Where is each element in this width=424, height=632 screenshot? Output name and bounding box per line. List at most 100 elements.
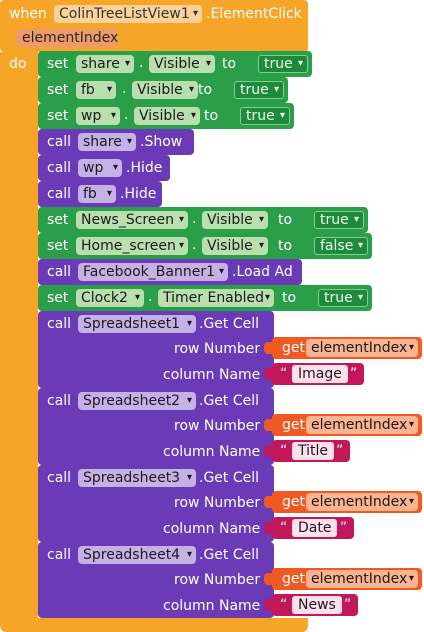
component-dropdown[interactable]: Spreadsheet3 (78, 469, 196, 487)
variable-dropdown[interactable]: elementIndex (306, 416, 418, 434)
column-name-label: column Name (163, 444, 261, 460)
boolean-dropdown[interactable]: false (314, 237, 368, 255)
call-share-show-block[interactable]: call share .Show (38, 129, 194, 155)
set-label: set (47, 290, 69, 306)
text-value[interactable]: Title (292, 442, 335, 460)
get-label: get (282, 494, 305, 510)
get-elementIndex-block[interactable]: get elementIndex (272, 414, 422, 436)
component-dropdown[interactable]: ColinTreeListView1 (54, 5, 202, 23)
quote-open: “ (280, 597, 288, 613)
dot-label: . (192, 237, 197, 253)
property-dropdown[interactable]: Visible (134, 107, 200, 125)
text-value[interactable]: Image (292, 365, 348, 383)
column-name-label: column Name (163, 521, 261, 537)
method-label: .Get Cell (199, 547, 260, 563)
set-label: set (47, 56, 69, 72)
call-spreadsheet4-getcell-block[interactable]: call Spreadsheet4 .Get Cell row Number c… (38, 542, 274, 618)
set-fb-visible-block[interactable]: set fb . Visible to true (38, 77, 288, 103)
variable-dropdown[interactable]: elementIndex (306, 339, 418, 357)
call-spreadsheet2-getcell-block[interactable]: call Spreadsheet2 .Get Cell row Number c… (38, 388, 274, 465)
get-elementIndex-block[interactable]: get elementIndex (272, 337, 422, 359)
component-dropdown[interactable]: wp (76, 107, 120, 125)
value-socket (304, 240, 312, 252)
text-value[interactable]: Date (292, 519, 338, 537)
property-dropdown[interactable]: Visible (149, 55, 215, 73)
boolean-dropdown[interactable]: true (318, 289, 368, 307)
dot-label: . (192, 211, 197, 227)
text-news-block[interactable]: “ News ” (272, 594, 358, 616)
row-number-label: row Number (174, 572, 261, 588)
quote-close: ” (336, 443, 344, 459)
text-title-block[interactable]: “ Title ” (272, 440, 350, 462)
boolean-dropdown[interactable]: true (240, 107, 290, 125)
property-dropdown[interactable]: Timer Enabled (158, 289, 274, 307)
column-name-label: column Name (163, 598, 261, 614)
variable-dropdown[interactable]: elementIndex (306, 493, 418, 511)
set-news-screen-visible-block[interactable]: set News_Screen . Visible to true (38, 207, 368, 233)
dot-label: . (122, 81, 127, 97)
get-elementIndex-block[interactable]: get elementIndex (272, 491, 422, 513)
row-number-label: row Number (174, 495, 261, 511)
call-label: call (47, 470, 72, 486)
component-dropdown[interactable]: Spreadsheet4 (78, 546, 196, 564)
call-label: call (47, 393, 72, 409)
component-dropdown[interactable]: share (76, 55, 134, 73)
set-label: set (47, 212, 69, 228)
property-dropdown[interactable]: Visible (202, 237, 268, 255)
text-image-block[interactable]: “ Image ” (272, 363, 364, 385)
param-elementIndex[interactable]: elementIndex (16, 29, 118, 47)
call-label: call (47, 186, 72, 202)
set-wp-visible-block[interactable]: set wp . Visible to true (38, 103, 294, 129)
boolean-dropdown[interactable]: true (234, 81, 284, 99)
get-socket (264, 573, 272, 585)
method-label: .Get Cell (199, 470, 260, 486)
component-dropdown[interactable]: Spreadsheet1 (78, 315, 196, 333)
call-facebook-banner-loadad-block[interactable]: call Facebook_Banner1 .Load Ad (38, 259, 302, 285)
quote-close: ” (344, 597, 352, 613)
call-spreadsheet1-getcell-block[interactable]: call Spreadsheet1 .Get Cell row Number c… (38, 311, 274, 388)
quote-open: “ (280, 443, 288, 459)
component-dropdown[interactable]: Spreadsheet2 (78, 392, 196, 410)
component-dropdown[interactable]: fb (78, 185, 116, 203)
set-clock2-timerenabled-block[interactable]: set Clock2 . Timer Enabled to true (38, 285, 372, 311)
set-share-visible-block[interactable]: set share . Visible to true (38, 51, 312, 77)
set-home-screen-visible-block[interactable]: set Home_screen . Visible to false (38, 233, 372, 259)
do-label: do (9, 56, 27, 72)
call-label: call (47, 547, 72, 563)
text-date-block[interactable]: “ Date ” (272, 517, 354, 539)
value-socket (304, 214, 312, 226)
to-label: to (278, 212, 293, 228)
component-dropdown[interactable]: Clock2 (76, 289, 144, 307)
to-label: to (282, 290, 297, 306)
get-label: get (282, 417, 305, 433)
event-block-footer (0, 618, 308, 632)
when-label: when (9, 6, 47, 22)
call-wp-hide-block[interactable]: call wp .Hide (38, 155, 170, 181)
component-dropdown[interactable]: share (78, 133, 136, 151)
to-label: to (204, 108, 219, 124)
component-dropdown[interactable]: wp (78, 159, 122, 177)
component-dropdown[interactable]: fb (76, 81, 116, 99)
get-label: get (282, 340, 305, 356)
property-dropdown[interactable]: Visible (202, 211, 268, 229)
quote-open: “ (280, 366, 288, 382)
quote-close: ” (350, 366, 358, 382)
component-dropdown[interactable]: Home_screen (76, 237, 188, 255)
get-elementIndex-block[interactable]: get elementIndex (272, 568, 422, 590)
call-fb-hide-block[interactable]: call fb .Hide (38, 181, 162, 207)
value-socket (224, 84, 232, 96)
text-value[interactable]: News (292, 596, 342, 614)
boolean-dropdown[interactable]: true (314, 211, 364, 229)
to-label: to (278, 238, 293, 254)
component-dropdown[interactable]: News_Screen (76, 211, 188, 229)
call-spreadsheet3-getcell-block[interactable]: call Spreadsheet3 .Get Cell row Number c… (38, 465, 274, 542)
property-dropdown[interactable]: Visible (132, 81, 198, 99)
value-socket (230, 110, 238, 122)
method-label: .Get Cell (199, 316, 260, 332)
variable-dropdown[interactable]: elementIndex (306, 570, 418, 588)
component-dropdown[interactable]: Facebook_Banner1 (78, 263, 228, 281)
method-label: .Load Ad (232, 264, 293, 280)
text-socket (264, 522, 272, 534)
event-block-arm (0, 52, 38, 622)
boolean-dropdown[interactable]: true (258, 55, 308, 73)
